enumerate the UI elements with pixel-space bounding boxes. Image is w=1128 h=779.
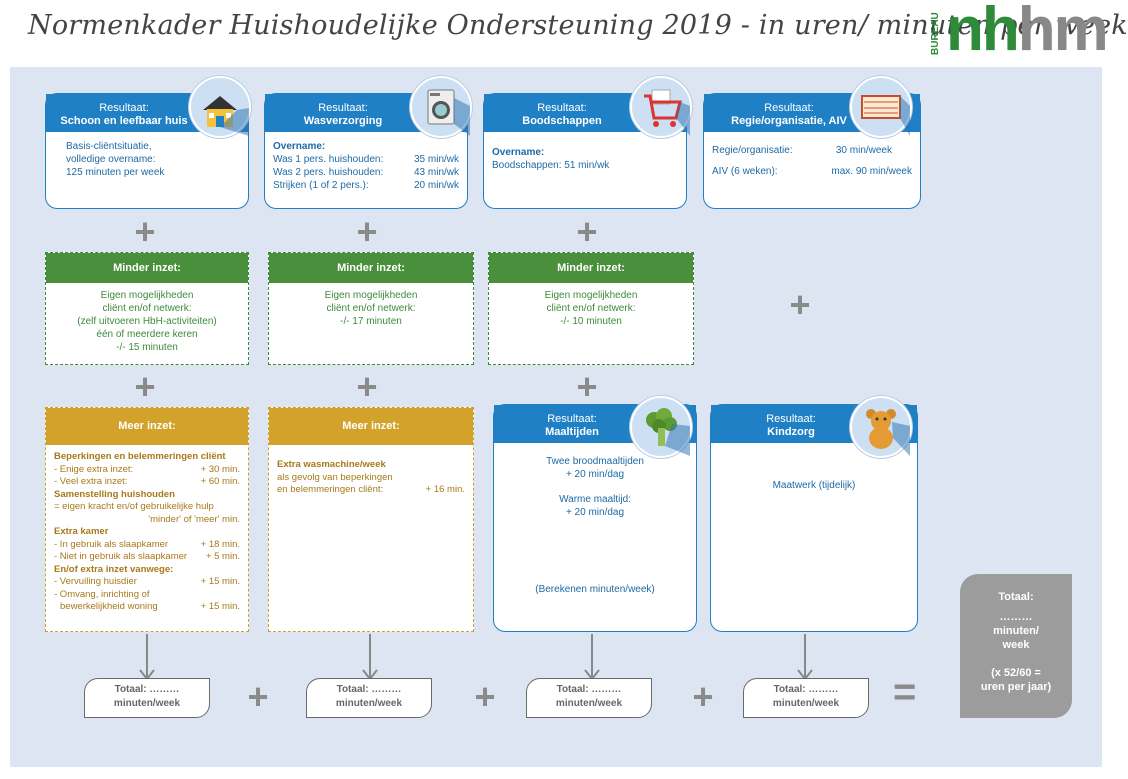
result-label: Resultaat:: [547, 413, 597, 425]
result-label: Resultaat:: [537, 102, 587, 114]
plus-sign: +: [134, 366, 156, 407]
logo: nhhm: [946, 0, 1109, 64]
plus-sign: +: [134, 211, 156, 252]
result-head: Overname:: [273, 141, 326, 152]
result-head: Overname:: [492, 147, 545, 158]
house-icon: [189, 76, 251, 138]
down-arrow: [797, 634, 813, 681]
result-kindzorg-card: Resultaat:Kindzorg Maatwerk (tijdelijk): [710, 404, 918, 632]
down-arrow: [584, 634, 600, 681]
meer-title: Meer inzet:: [269, 408, 473, 445]
logo-bureau-text: BUREAU: [930, 12, 941, 56]
meer-inzet-box: Meer inzet: Beperkingen en belemmeringen…: [45, 407, 249, 632]
plus-sign: +: [789, 284, 811, 325]
result-line: Boodschappen: 51 min/wk: [492, 160, 610, 171]
result-title: Boodschappen: [522, 115, 602, 127]
result-label: Resultaat:: [318, 102, 368, 114]
result-title: Kindzorg: [767, 426, 815, 438]
meer-title: Meer inzet:: [46, 408, 248, 445]
total-box: Totaal: ………minuten/week: [306, 678, 432, 718]
plus-sign: +: [356, 211, 378, 252]
maaltijden-footer: (Berekenen minuten/week): [535, 584, 655, 595]
total-box: Totaal: ………minuten/week: [743, 678, 869, 718]
planner-icon: [850, 76, 912, 138]
total-box: Totaal: ………minuten/week: [526, 678, 652, 718]
washing-machine-icon: [410, 76, 472, 138]
teddy-bear-icon: [850, 396, 912, 458]
broccoli-icon: [630, 396, 692, 458]
minder-title: Minder inzet:: [46, 253, 248, 283]
result-title: Wasverzorging: [303, 115, 383, 127]
plus-sign: +: [247, 676, 269, 717]
meer-inzet-box: Meer inzet: Extra wasmachine/week als ge…: [268, 407, 474, 632]
minder-title: Minder inzet:: [269, 253, 473, 283]
plus-sign: +: [692, 676, 714, 717]
plus-sign: +: [474, 676, 496, 717]
result-title: Maaltijden: [545, 426, 599, 438]
equals-sign: =: [893, 670, 917, 714]
result-title: Schoon en leefbaar huis: [60, 115, 188, 127]
plus-sign: +: [576, 366, 598, 407]
result-label: Resultaat:: [99, 102, 149, 114]
result-line: 125 minuten per week: [66, 167, 165, 178]
result-title: Regie/organisatie, AIV: [731, 115, 847, 127]
down-arrow: [362, 634, 378, 681]
grand-total-box: Totaal: ……… minuten/ week (x 52/60 = ure…: [960, 574, 1072, 718]
down-arrow: [139, 634, 155, 681]
plus-sign: +: [356, 366, 378, 407]
result-label: Resultaat:: [766, 413, 816, 425]
plus-sign: +: [576, 211, 598, 252]
result-line: Basis-cliëntsituatie,: [66, 141, 152, 152]
minder-title: Minder inzet:: [489, 253, 693, 283]
result-label: Resultaat:: [764, 102, 814, 114]
total-box: Totaal: ………minuten/week: [84, 678, 210, 718]
page-title: Normenkader Huishoudelijke Ondersteuning…: [28, 10, 1128, 41]
result-line: volledige overname:: [66, 154, 156, 165]
shopping-cart-icon: [630, 76, 692, 138]
